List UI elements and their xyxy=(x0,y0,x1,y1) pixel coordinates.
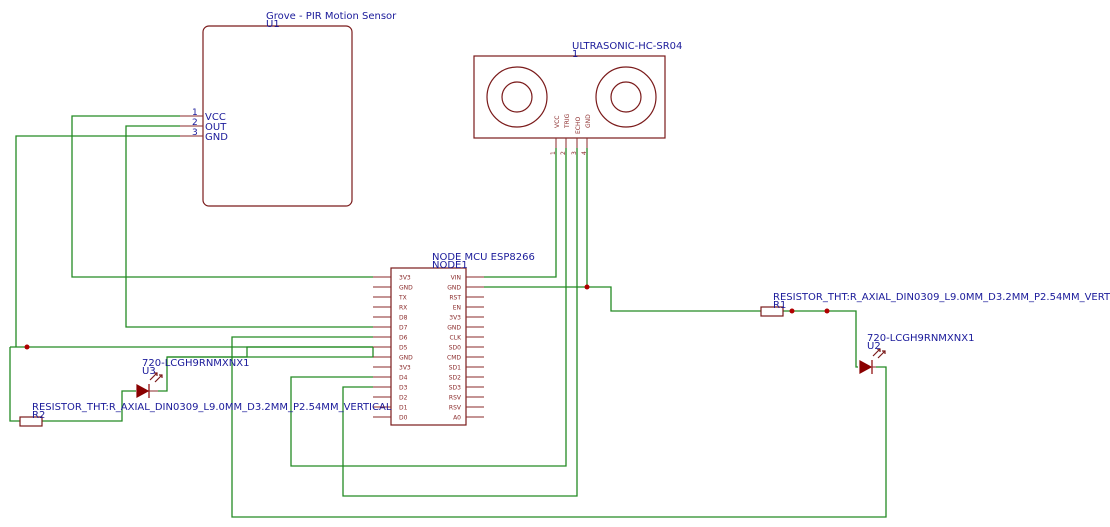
nodemcu-left-pin-label: D0 xyxy=(399,415,408,422)
ultrasonic-pin-name: ECHO xyxy=(575,117,582,134)
wire-us-vcc-vin xyxy=(484,148,557,278)
nodemcu-right-pin-label: SD1 xyxy=(449,365,461,372)
nodemcu-right-pin-label: SD0 xyxy=(449,345,461,352)
nodemcu-right-pin-label: EN xyxy=(453,305,461,312)
transducer-left xyxy=(486,66,548,128)
pir-sensor: Grove - PIR Motion Sensor U1 1 2 3 VCC O… xyxy=(180,11,397,207)
pir-pin-name: GND xyxy=(205,132,228,143)
led-u3: 720-LCGH9RNMXNX1 U3 xyxy=(136,358,249,399)
pir-pin-number: 1 xyxy=(192,108,198,118)
wire-gnd-bus xyxy=(9,347,20,422)
pir-pin-number: 3 xyxy=(192,128,198,138)
nodemcu-left-pin-label: D1 xyxy=(399,405,408,412)
pir-ref: U1 xyxy=(266,19,280,30)
ultrasonic-pin-name: VCC xyxy=(554,116,561,128)
led-u2-ref: U2 xyxy=(867,341,881,352)
junction-dot xyxy=(824,308,830,314)
ultrasonic-title: ULTRASONIC-HC-SR04 xyxy=(572,41,682,52)
nodemcu-right-pin-label: SD2 xyxy=(449,375,461,382)
nodemcu-ref: NODE1 xyxy=(432,260,468,271)
ultrasonic-pin-number: 1 xyxy=(550,151,557,155)
nodemcu-left-pin-label: GND xyxy=(399,285,413,292)
junction-dot xyxy=(24,344,30,350)
wire-d6-led-u2 xyxy=(231,336,887,518)
resistor-r1-body xyxy=(760,306,784,317)
wire-d3-echo xyxy=(342,148,578,497)
resistor-r1-value: RESISTOR_THT:R_AXIAL_DIN0309_L9.0MM_D3.2… xyxy=(773,292,1110,303)
led-u2-emission-icon xyxy=(872,348,886,359)
nodemcu-left-pin-label: 3V3 xyxy=(399,365,411,372)
ultrasonic-sensor: ULTRASONIC-HC-SR04 1 VCC TRIG ECHO GND 1… xyxy=(473,41,682,155)
nodemcu-right-pin-label: GND xyxy=(447,325,461,332)
pir-pin-name: VCC xyxy=(205,112,226,123)
nodemcu-left-pin-label: D7 xyxy=(399,325,408,332)
nodemcu-left-pin-label: TX xyxy=(398,295,407,302)
nodemcu-right-pin-label: CLK xyxy=(450,335,463,342)
nodemcu-right-pin-label: RSV xyxy=(449,395,462,402)
led-u3-emission-icon xyxy=(149,372,163,383)
nodemcu-left-pin-label: D2 xyxy=(399,395,408,402)
wire-pir-out xyxy=(125,125,373,328)
ultrasonic-pin-number: 4 xyxy=(581,151,588,155)
nodemcu-right-pin-label: RST xyxy=(449,295,461,302)
nodemcu-left-pin-label: D4 xyxy=(399,375,408,382)
pir-title: Grove - PIR Motion Sensor xyxy=(266,11,397,22)
ultrasonic-pin-number: 3 xyxy=(571,151,578,155)
resistor-r2: RESISTOR_THT:R_AXIAL_DIN0309_L9.0MM_D3.2… xyxy=(19,402,392,427)
ultrasonic-body xyxy=(473,55,666,139)
ultrasonic-pin-name: GND xyxy=(585,114,592,128)
nodemcu-right-pin-label: VIN xyxy=(451,275,461,282)
nodemcu-right-pin-label: A0 xyxy=(453,415,461,422)
nodemcu-left-pin-label: D8 xyxy=(399,315,408,322)
nodemcu: NODE MCU ESP8266 NODE1 3V3GNDTXRXD8D7D6D… xyxy=(373,252,535,426)
nodemcu-title: NODE MCU ESP8266 xyxy=(432,252,535,263)
resistor-r2-ref: R2 xyxy=(32,410,45,421)
transducer-right xyxy=(595,66,657,128)
nodemcu-left-pin-label: GND xyxy=(399,355,413,362)
led-u2-value: 720-LCGH9RNMXNX1 xyxy=(867,333,974,344)
nodemcu-right-pin-label: RSV xyxy=(449,405,462,412)
resistor-r2-body xyxy=(19,416,43,427)
nodemcu-right-pin-label: SD3 xyxy=(449,385,461,392)
led-u3-value: 720-LCGH9RNMXNX1 xyxy=(142,358,249,369)
nodemcu-left-pin-label: RX xyxy=(399,305,407,312)
ultrasonic-pin-number: 2 xyxy=(560,151,567,155)
pir-pin-name: OUT xyxy=(205,122,227,133)
nodemcu-right-pin-label: 3V3 xyxy=(449,315,461,322)
wire-d4-trig xyxy=(290,148,567,467)
transducer-right-inner xyxy=(610,81,642,113)
nodemcu-left-pin-label: D3 xyxy=(399,385,408,392)
resistor-r1: RESISTOR_THT:R_AXIAL_DIN0309_L9.0MM_D3.2… xyxy=(760,292,1110,317)
led-u3-triangle xyxy=(136,383,150,399)
ultrasonic-pin-name: TRIG xyxy=(564,113,571,129)
junction-dot xyxy=(789,308,795,314)
nodemcu-pins: 3V3GNDTXRXD8D7D6D5GND3V3D4D3D2D1D0VINGND… xyxy=(373,275,484,422)
wire-led-u3-d5 xyxy=(158,347,374,392)
wire-r2-led xyxy=(42,390,136,422)
pir-pin-number: 2 xyxy=(192,118,198,128)
junctions xyxy=(24,284,830,350)
wire-pir-vcc xyxy=(71,115,373,278)
led-u3-ref: U3 xyxy=(142,366,156,377)
resistor-r2-value: RESISTOR_THT:R_AXIAL_DIN0309_L9.0MM_D3.2… xyxy=(32,402,392,413)
nodemcu-left-pin-label: 3V3 xyxy=(399,275,411,282)
transducer-left-inner xyxy=(501,81,533,113)
wire-d5 xyxy=(167,346,373,358)
wire-pir-gnd xyxy=(15,135,180,347)
nodemcu-left-pin-label: D5 xyxy=(399,345,408,352)
wire-mcu-gnd xyxy=(484,286,761,312)
wire-r1-led-u2 xyxy=(783,310,858,368)
junction-dot xyxy=(584,284,590,290)
resistor-r1-ref: R1 xyxy=(773,300,786,311)
nodemcu-right-pin-label: CMD xyxy=(447,355,461,362)
nodemcu-right-pin-label: GND xyxy=(447,285,461,292)
led-u2: 720-LCGH9RNMXNX1 U2 xyxy=(859,333,974,375)
nodemcu-left-pin-label: D6 xyxy=(399,335,408,342)
led-u2-triangle xyxy=(859,359,873,375)
wires xyxy=(9,115,887,518)
ultrasonic-ref: 1 xyxy=(572,49,578,60)
